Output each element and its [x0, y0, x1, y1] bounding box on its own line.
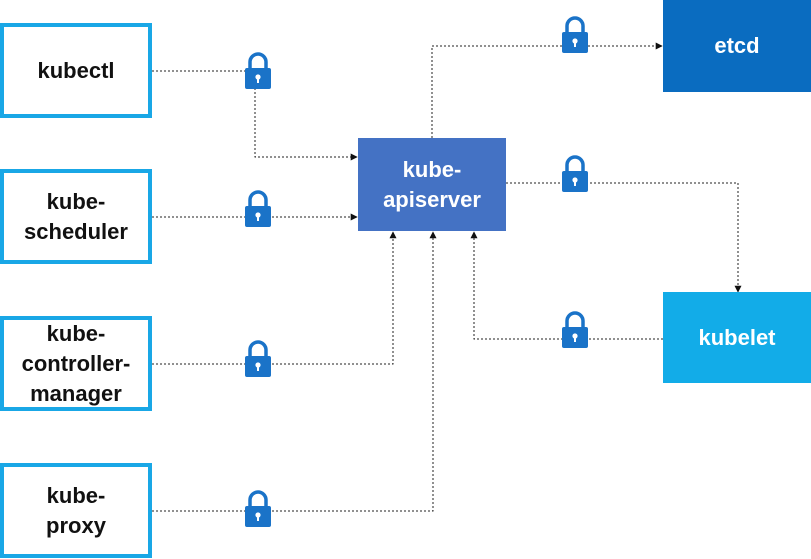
kube-controller-manager-node: kube- controller- manager: [0, 316, 152, 411]
kube-scheduler-node: kube- scheduler: [0, 169, 152, 264]
kube-controller-manager-label-line-2: controller-: [21, 350, 131, 376]
kubectl-to-apiserver-connector: [152, 70, 358, 161]
apiserver-to-etcd-connector: [431, 42, 663, 138]
etcd-node: etcd: [663, 0, 811, 92]
lock-icon: [562, 311, 588, 348]
kube-controller-manager-label-line-1: kube-: [46, 320, 106, 346]
lock-icon: [245, 490, 271, 527]
lock-icon: [245, 52, 271, 89]
kubectl-label: kubectl: [37, 57, 115, 83]
kube-apiserver-label-line-2: apiserver: [383, 186, 481, 212]
kube-apiserver-label-line-1: kube-: [402, 156, 462, 182]
kube-scheduler-label-line-2: scheduler: [24, 218, 128, 244]
apiserver-to-kubelet-connector: [506, 182, 742, 293]
kube-scheduler-label-line-1: kube-: [46, 188, 106, 214]
proxy-to-apiserver-connector: [152, 231, 437, 512]
kube-proxy-label-line-2: proxy: [46, 512, 106, 538]
kube-proxy-node: kube- proxy: [0, 463, 152, 558]
kubelet-node: kubelet: [663, 292, 811, 383]
lock-icon: [562, 16, 588, 53]
controller-manager-to-apiserver-connector: [152, 231, 397, 365]
kubectl-node: kubectl: [0, 23, 152, 118]
kube-apiserver-node: kube- apiserver: [358, 138, 506, 231]
kubelet-to-apiserver-connector: [470, 231, 663, 340]
lock-icon: [245, 340, 271, 377]
kube-controller-manager-label-line-3: manager: [30, 380, 122, 406]
lock-icon: [245, 190, 271, 227]
kube-proxy-label-line-1: kube-: [46, 482, 106, 508]
lock-icon: [562, 155, 588, 192]
etcd-label: etcd: [714, 33, 760, 58]
kubelet-label: kubelet: [698, 324, 776, 350]
